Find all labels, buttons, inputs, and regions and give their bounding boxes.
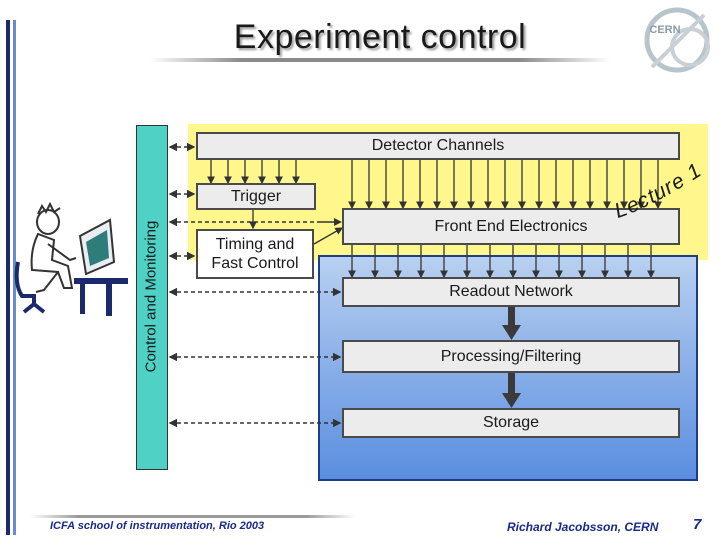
detector-channels-label: Detector Channels xyxy=(371,137,505,155)
page-number: 7 xyxy=(693,516,702,533)
timing-fast-control-box: Timing and Fast Control xyxy=(196,229,314,279)
storage-box: Storage xyxy=(342,408,680,438)
trigger-box: Trigger xyxy=(196,183,316,210)
control-monitoring-label-wrap: Control and Monitoring xyxy=(136,125,166,468)
timing-fast-control-label: Timing and Fast Control xyxy=(211,235,299,272)
lecture-watermark: Lecture 1 xyxy=(612,160,706,223)
logo-text: CERN xyxy=(649,24,681,36)
front-end-electronics-label: Front End Electronics xyxy=(434,217,588,235)
title-underline xyxy=(150,58,610,62)
left-accent-bar-light xyxy=(13,20,16,535)
control-monitoring-bar xyxy=(136,125,168,470)
footer-right-text: Richard Jacobsson, CERN xyxy=(507,520,659,534)
operator-at-computer-icon xyxy=(14,201,128,316)
processing-filtering-box: Processing/Filtering xyxy=(342,340,680,373)
readout-network-box: Readout Network xyxy=(342,277,680,307)
detector-channels-box: Detector Channels xyxy=(196,132,680,160)
left-accent-bar xyxy=(6,20,10,535)
trigger-label: Trigger xyxy=(230,187,282,205)
front-end-electronics-box: Front End Electronics xyxy=(342,208,680,245)
cern-logo-icon xyxy=(644,7,710,73)
lecture-watermark-text: Lecture 1 xyxy=(612,160,705,223)
storage-label: Storage xyxy=(482,414,540,432)
processing-filtering-label: Processing/Filtering xyxy=(440,347,582,365)
control-monitoring-label: Control and Monitoring xyxy=(142,220,160,373)
footer-left-text: ICFA school of instrumentation, Rio 2003 xyxy=(50,520,265,532)
svg-text:Lecture 1: Lecture 1 xyxy=(612,160,706,223)
slide-title: Experiment control xyxy=(233,18,527,56)
footer-divider xyxy=(30,515,355,518)
readout-network-label: Readout Network xyxy=(449,283,573,301)
